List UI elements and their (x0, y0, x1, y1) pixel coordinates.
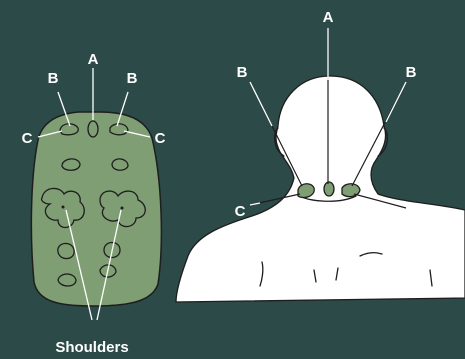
head-and-shoulders-figure (176, 76, 465, 302)
figure-label-a: A (323, 9, 334, 26)
pad-label-b-right: B (127, 70, 138, 87)
pad-shoulder-dot-left (62, 206, 65, 209)
pad-label-a: A (88, 51, 99, 68)
pad-shoulder-dot-right (121, 207, 124, 210)
figure-label-c-left: C (235, 203, 246, 220)
pad-label-c-left: C (22, 130, 33, 147)
pad-node-a (88, 121, 98, 137)
pad-label-c-right: C (155, 130, 166, 147)
pad-outline (31, 112, 161, 306)
figure-label-c-right: C (410, 205, 421, 222)
figure-label-b-right: B (406, 64, 417, 81)
figure-silhouette (176, 76, 465, 302)
neck-point-left (298, 184, 314, 198)
massage-pad (31, 112, 161, 306)
figure-label-b-left: B (237, 64, 248, 81)
neck-point-a (324, 182, 334, 196)
shoulders-label: Shoulders (55, 339, 128, 356)
pad-label-b-left: B (48, 70, 59, 87)
